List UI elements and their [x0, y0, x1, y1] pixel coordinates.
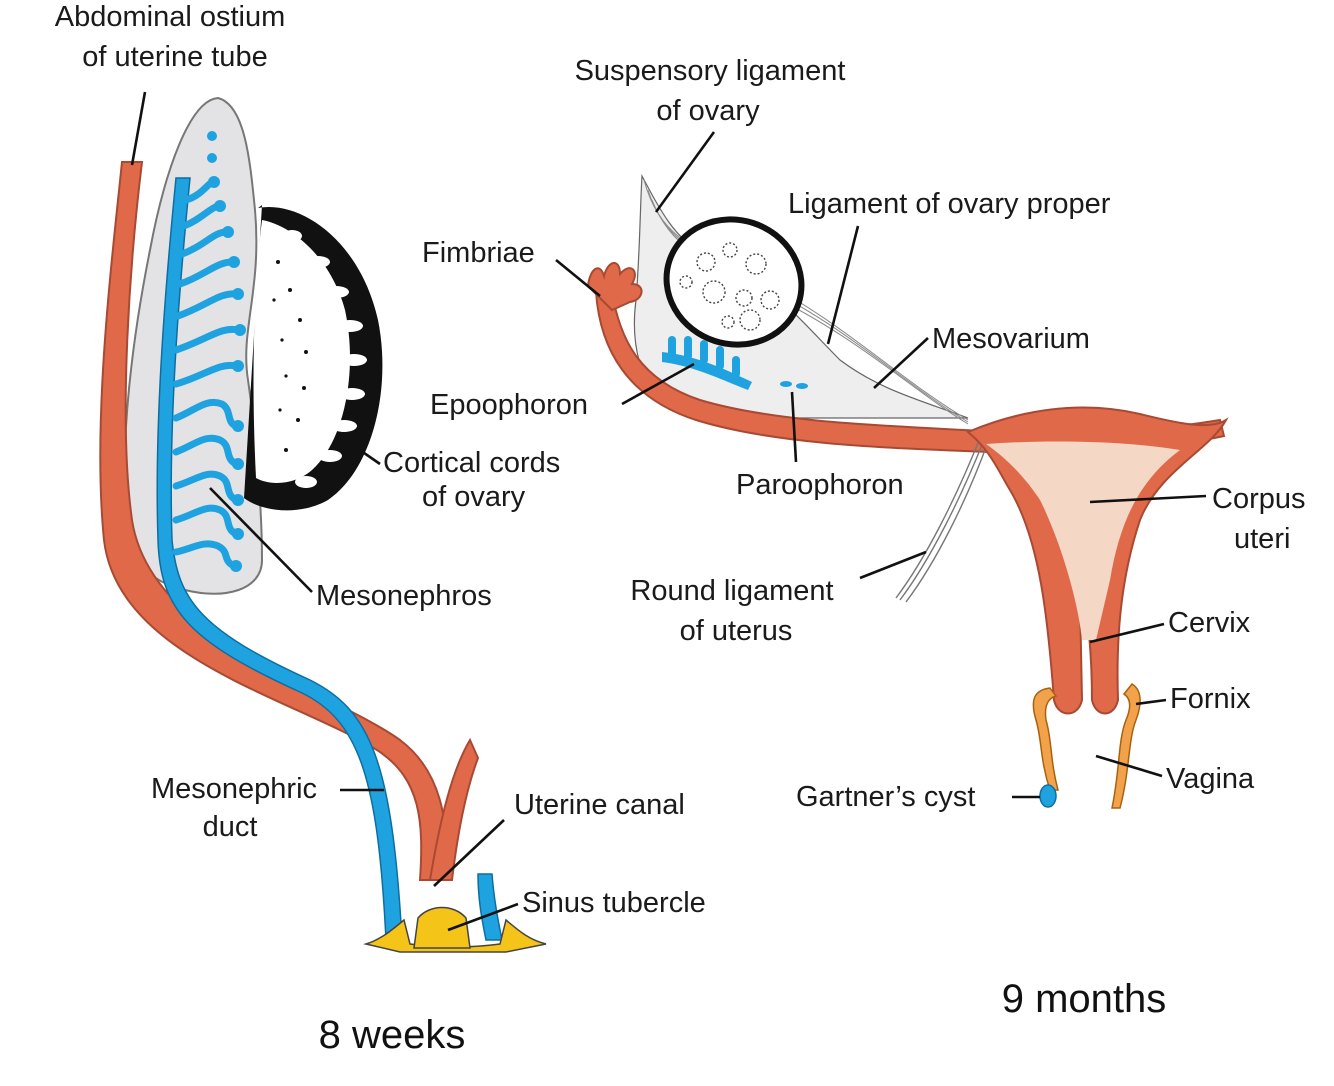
label-vagina: Vagina — [1166, 763, 1255, 795]
label-suspensory-ligament-line1: Suspensory ligament — [575, 55, 846, 87]
label-fimbriae: Fimbriae — [422, 237, 535, 269]
label-cortical-cords-line1: Cortical cords — [383, 447, 560, 479]
label-abdominal-ostium-line2: of uterine tube — [82, 41, 267, 73]
label-mesovarium: Mesovarium — [932, 323, 1090, 355]
ovary-primordium — [244, 205, 382, 510]
label-sinus-tubercle: Sinus tubercle — [522, 887, 706, 919]
label-cervix: Cervix — [1168, 607, 1251, 639]
fimbriae-shape — [588, 263, 642, 310]
sinus-tubercle-shape — [414, 908, 470, 949]
label-epoophoron: Epoophoron — [430, 389, 588, 421]
label-suspensory-ligament-line2: of ovary — [656, 95, 760, 127]
label-corpus-uteri-line1: Corpus — [1212, 483, 1306, 515]
caption-9-months: 9 months — [1002, 977, 1167, 1021]
right-panel-9-months — [588, 176, 1226, 808]
label-paroophoron: Paroophoron — [736, 469, 904, 501]
gartners-cyst-shape — [1040, 785, 1056, 807]
label-mesonephric-duct-line2: duct — [203, 811, 258, 843]
round-ligament — [896, 438, 988, 602]
label-gartners-cyst: Gartner’s cyst — [796, 781, 975, 813]
caption-8-weeks: 8 weeks — [319, 1013, 466, 1057]
label-cortical-cords-line2: of ovary — [422, 481, 526, 513]
label-uterine-canal: Uterine canal — [514, 789, 685, 821]
label-round-ligament-line2: of uterus — [680, 615, 793, 647]
label-round-ligament-line1: Round ligament — [630, 575, 833, 607]
label-abdominal-ostium-line1: Abdominal ostium — [55, 1, 286, 33]
label-ligament-ovary-proper: Ligament of ovary proper — [788, 188, 1111, 220]
left-panel-8-weeks — [100, 98, 546, 952]
label-corpus-uteri-line2: uteri — [1234, 523, 1290, 555]
label-mesonephros: Mesonephros — [316, 580, 492, 612]
label-fornix: Fornix — [1170, 683, 1251, 715]
label-mesonephric-duct-line1: Mesonephric — [151, 773, 317, 805]
